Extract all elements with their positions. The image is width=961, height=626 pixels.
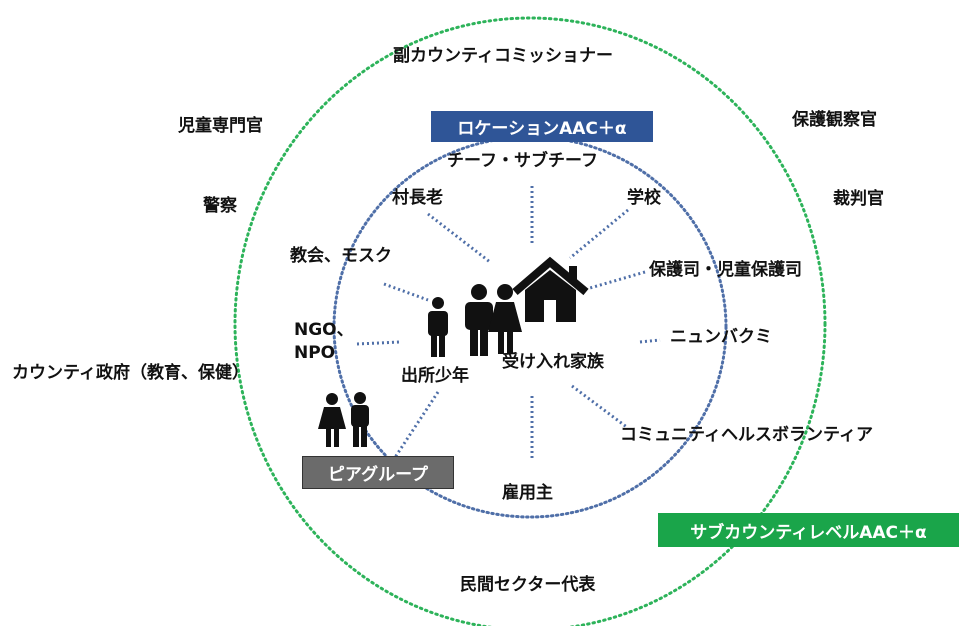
peer-group-figures: [318, 392, 369, 447]
spoke-nyumba: [639, 338, 661, 344]
ngo-label: NGO、: [294, 320, 354, 340]
released-youth-label: 出所少年: [401, 366, 469, 386]
spoke-elders: [427, 212, 491, 264]
deputy-commissioner-label: 副カウンティコミッショナー: [393, 46, 613, 66]
nyumba-kumi-label: ニュンバクミ: [670, 327, 772, 347]
judge-label: 裁判官: [833, 189, 884, 209]
private-sector-label: 民間セクター代表: [460, 575, 596, 595]
county-government-label: カウンティ政府（教育、保健）: [12, 363, 249, 383]
elders-label: 村長老: [392, 188, 443, 208]
host-family-figure: [465, 284, 522, 356]
spoke-peer: [390, 391, 440, 463]
spoke-chv: [571, 384, 629, 430]
child-officer-label: 児童専門官: [178, 116, 263, 136]
probation-officer-label: 保護観察官: [792, 110, 877, 130]
location-aac-box: ロケーションAAC＋α: [431, 111, 653, 142]
chief-label: チーフ・サブチーフ: [447, 151, 598, 171]
police-label: 警察: [203, 196, 237, 216]
outer-ring: [233, 16, 827, 626]
employer-label: 雇用主: [502, 483, 553, 503]
church-mosque-label: 教会、モスク: [290, 246, 392, 266]
spoke-ngo: [356, 340, 401, 346]
protection-officer-label: 保護司・児童保護司: [649, 260, 802, 280]
host-family-label: 受け入れ家族: [502, 352, 604, 372]
chv-label: コミュニティヘルスボランティア: [620, 425, 873, 445]
spoke-church: [383, 282, 429, 302]
released-youth-figure: [428, 297, 448, 357]
peer-group-box: ピアグループ: [302, 456, 454, 489]
spoke-school: [569, 208, 629, 260]
house-icon: [512, 256, 589, 322]
spoke-protection: [589, 270, 646, 290]
subcounty-aac-box: サブカウンティレベルAAC＋α: [658, 513, 959, 547]
school-label: 学校: [627, 188, 661, 208]
npo-label: NPO: [294, 343, 336, 363]
spokes: [356, 186, 661, 463]
